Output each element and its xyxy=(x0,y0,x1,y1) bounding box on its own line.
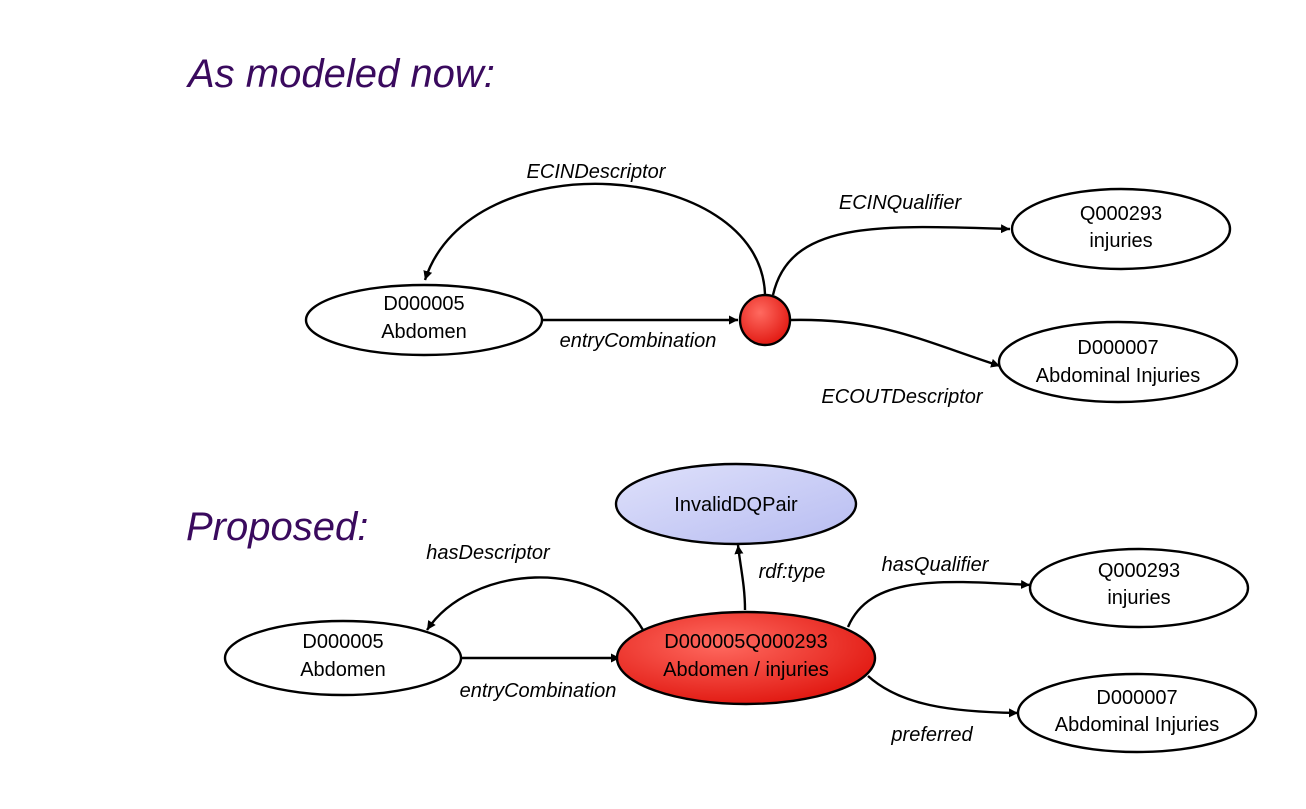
node-qualifier-current: Q000293 injuries xyxy=(1010,187,1232,271)
edge-has-qualifier xyxy=(846,580,1031,628)
node-combination-proposed-label: Abdomen / injuries xyxy=(663,659,829,681)
node-abdomen-current: D000005 Abdomen xyxy=(304,283,544,357)
label-entry-combination-current: entryCombination xyxy=(560,330,717,352)
node-qualifier-proposed-label: injuries xyxy=(1107,587,1170,609)
edge-rdf-type xyxy=(734,544,747,611)
label-ecin-qualifier: ECINQualifier xyxy=(839,192,963,214)
edge-has-descriptor xyxy=(426,576,645,631)
label-preferred: preferred xyxy=(890,724,973,746)
edge-ecin-qualifier xyxy=(771,224,1011,296)
node-descriptor-out-current-label: Abdominal Injuries xyxy=(1036,365,1201,387)
node-qualifier-proposed: Q000293 injuries xyxy=(1028,547,1250,629)
label-has-qualifier: hasQualifier xyxy=(882,554,990,576)
node-abdomen-current-label: Abdomen xyxy=(381,321,467,343)
node-abdomen-proposed: D000005 Abdomen xyxy=(223,619,463,697)
label-entry-combination-proposed: entryCombination xyxy=(460,680,617,702)
label-has-descriptor: hasDescriptor xyxy=(426,542,551,564)
node-descriptor-out-current-id: D000007 xyxy=(1077,337,1158,359)
node-abdomen-current-id: D000005 xyxy=(383,293,464,315)
label-rdf-type: rdf:type xyxy=(759,561,826,583)
node-descriptor-out-current: D000007 Abdominal Injuries xyxy=(997,320,1239,404)
node-combination-current xyxy=(738,293,792,347)
node-combination-proposed: D000005Q000293 Abdomen / injuries xyxy=(615,610,877,706)
node-preferred-proposed-label: Abdominal Injuries xyxy=(1055,714,1220,736)
section-title-proposed: Proposed: xyxy=(186,505,368,549)
edge-preferred xyxy=(867,675,1019,718)
edge-ecout-descriptor xyxy=(789,318,1001,368)
label-ecout-descriptor: ECOUTDescriptor xyxy=(821,386,983,408)
label-ecin-descriptor: ECINDescriptor xyxy=(527,161,667,183)
node-combination-proposed-id: D000005Q000293 xyxy=(664,631,827,653)
node-preferred-proposed: D000007 Abdominal Injuries xyxy=(1016,672,1258,754)
node-invalid-pair: InvalidDQPair xyxy=(614,462,858,546)
edge-ecin-descriptor xyxy=(423,182,767,295)
node-qualifier-current-label: injuries xyxy=(1089,230,1152,252)
node-qualifier-current-id: Q000293 xyxy=(1080,203,1162,225)
node-abdomen-proposed-id: D000005 xyxy=(302,631,383,653)
node-invalid-pair-label: InvalidDQPair xyxy=(674,494,798,516)
node-preferred-proposed-id: D000007 xyxy=(1096,687,1177,709)
section-title-current: As modeled now: xyxy=(186,52,495,96)
node-abdomen-proposed-label: Abdomen xyxy=(300,659,386,681)
node-qualifier-proposed-id: Q000293 xyxy=(1098,560,1180,582)
